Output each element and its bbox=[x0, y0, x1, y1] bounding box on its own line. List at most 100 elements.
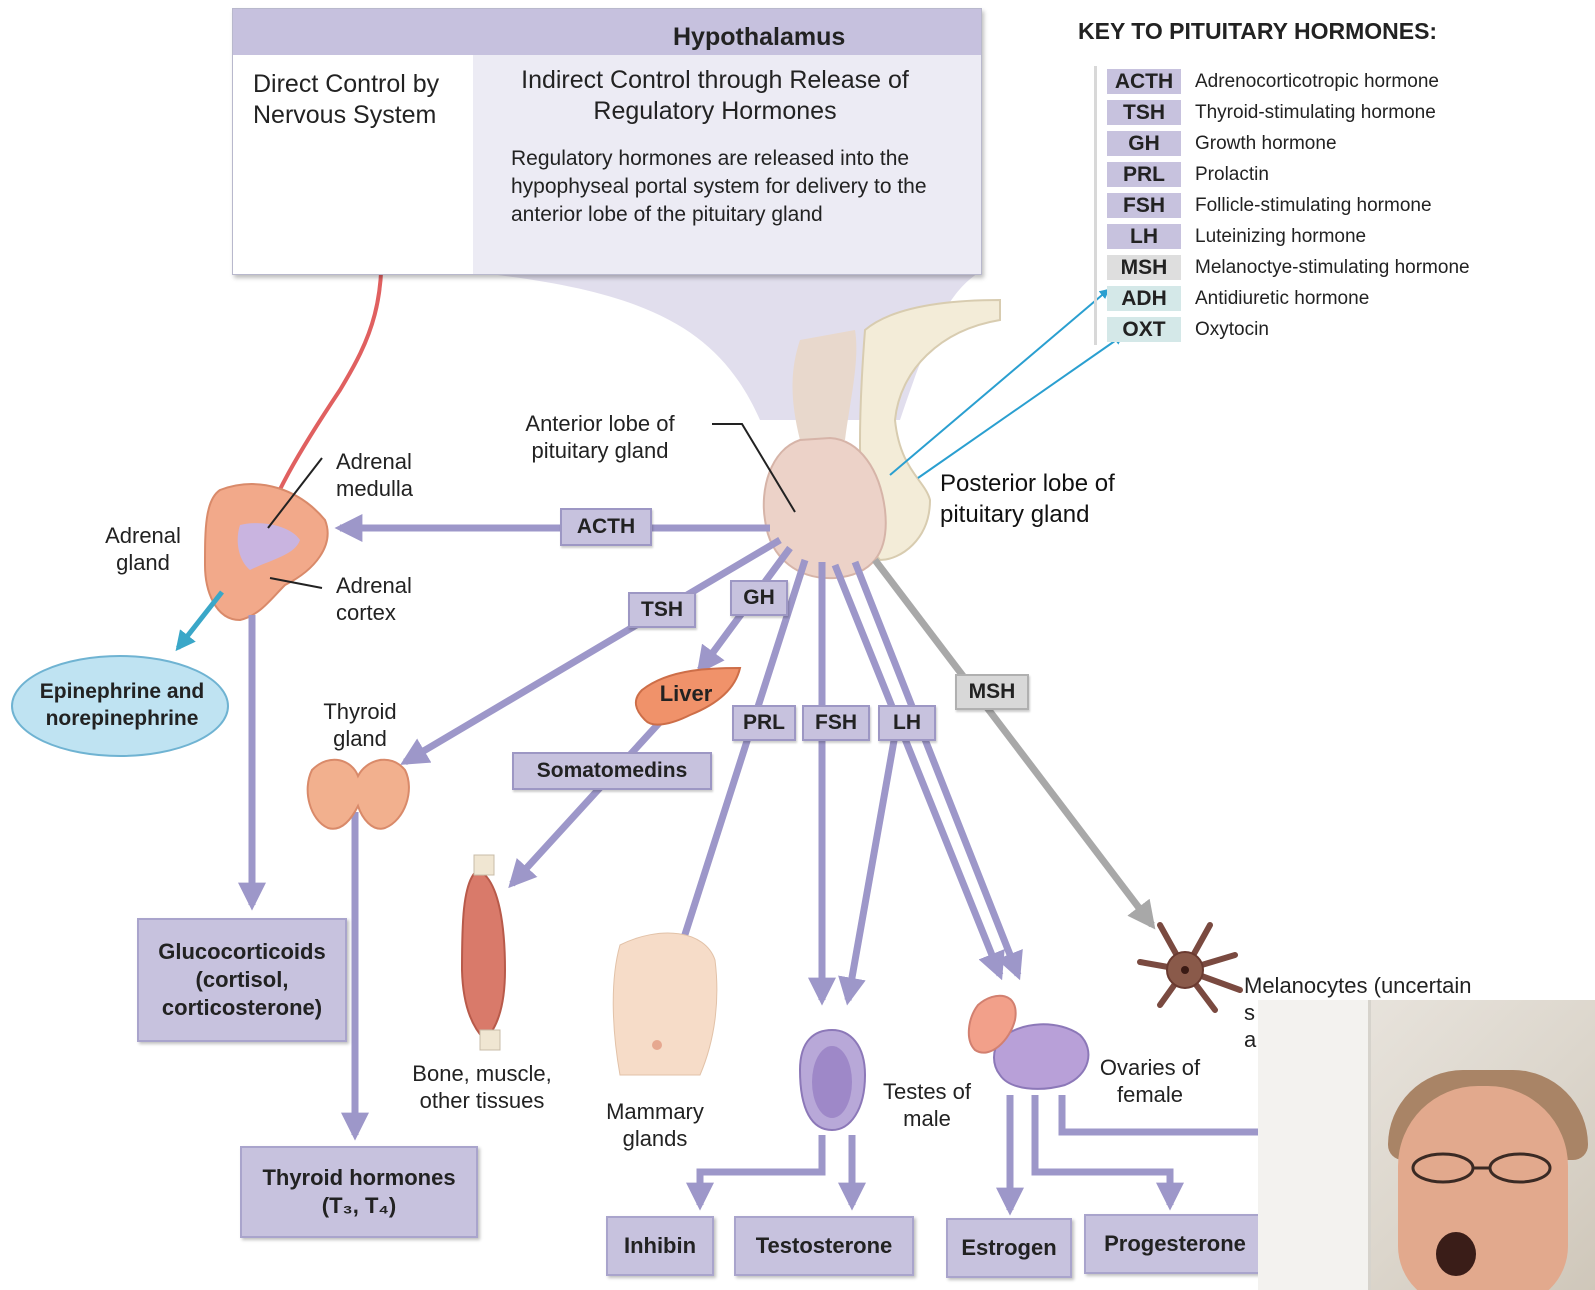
acth-label-box: ACTH bbox=[560, 508, 652, 546]
key-name: Follicle-stimulating hormone bbox=[1195, 194, 1432, 216]
testes-to-inhibin bbox=[686, 1135, 826, 1211]
key-abbr: ADH bbox=[1107, 286, 1181, 311]
indirect-control-section bbox=[473, 55, 981, 274]
key-row-prl: PRL Prolactin bbox=[1107, 159, 1577, 190]
progesterone-box: Progesterone bbox=[1084, 1214, 1266, 1274]
fsh-label-box: FSH bbox=[802, 705, 870, 741]
key-name: Melanoctye-stimulating hormone bbox=[1195, 256, 1470, 278]
key-name: Luteinizing hormone bbox=[1195, 225, 1367, 247]
ovaries-label: Ovaries of female bbox=[1099, 1055, 1201, 1107]
lh-label-box: LH bbox=[878, 705, 936, 741]
webcam-person-glasses bbox=[1411, 1152, 1552, 1184]
key-abbr: LH bbox=[1107, 224, 1181, 249]
webcam-person-mouth bbox=[1436, 1232, 1476, 1276]
hypothalamus-header bbox=[233, 9, 981, 55]
mammary-glands-label: Mammary glands bbox=[606, 1099, 704, 1151]
key-abbr: MSH bbox=[1107, 255, 1181, 280]
epinephrine-ellipse bbox=[11, 655, 229, 757]
epinephrine-label: Epinephrine and norepinephrine bbox=[39, 680, 205, 730]
key-name: Growth hormone bbox=[1195, 132, 1337, 154]
key-row-tsh: TSH Thyroid-stimulating hormone bbox=[1107, 97, 1577, 128]
adrenal-cortex-pointer bbox=[269, 577, 323, 589]
thyroid-gland-label: Thyroid gland bbox=[323, 699, 397, 751]
key-name: Thyroid-stimulating hormone bbox=[1195, 101, 1436, 123]
key-row-lh: LH Luteinizing hormone bbox=[1107, 221, 1577, 252]
direct-control-label: Direct Control by Nervous System bbox=[253, 70, 440, 129]
liver-shape bbox=[634, 666, 742, 726]
glucocorticoids-box: Glucocorticoids (cortisol, corticosteron… bbox=[137, 918, 347, 1042]
gh-label-box: GH bbox=[730, 580, 788, 616]
key-name: Adrenocorticotropic hormone bbox=[1195, 70, 1439, 92]
key-row-gh: GH Growth hormone bbox=[1107, 128, 1577, 159]
tsh-label-box: TSH bbox=[628, 592, 696, 628]
key-abbr: ACTH bbox=[1107, 69, 1181, 94]
testosterone-box: Testosterone bbox=[734, 1216, 914, 1276]
melanocyte-nucleus bbox=[1181, 966, 1189, 974]
hypothalamus-title: Hypothalamus bbox=[673, 23, 846, 51]
thyroid-hormones-box: Thyroid hormones (T₃, T₄) bbox=[240, 1146, 478, 1238]
key-row-adh: ADH Antidiuretic hormone bbox=[1107, 283, 1577, 314]
melanocytes-label-cut-2: a bbox=[1244, 1027, 1257, 1052]
key-abbr: PRL bbox=[1107, 162, 1181, 187]
bone-top bbox=[473, 854, 495, 876]
pituitary-stalk bbox=[792, 330, 857, 440]
key-row-msh: MSH Melanoctye-stimulating hormone bbox=[1107, 252, 1577, 283]
melanocytes-label-cut-1: s bbox=[1244, 1000, 1255, 1025]
adrenal-medulla-pointer bbox=[267, 457, 323, 529]
estrogen-box: Estrogen bbox=[946, 1218, 1072, 1278]
prl-pathway bbox=[657, 558, 809, 1006]
melanocytes-label: Melanocytes (uncertain bbox=[1244, 973, 1472, 998]
posterior-lobe-label: Posterior lobe of pituitary gland bbox=[940, 470, 1115, 528]
key-abbr: TSH bbox=[1107, 100, 1181, 125]
key-name: Oxytocin bbox=[1195, 318, 1269, 340]
key-abbr: FSH bbox=[1107, 193, 1181, 218]
oxt-callout-arrow bbox=[917, 334, 1124, 479]
msh-label-box: MSH bbox=[955, 674, 1029, 710]
ovaries-to-offscreen bbox=[1058, 1095, 1260, 1136]
adrenal-cortex-label: Adrenal cortex bbox=[336, 573, 412, 625]
lh-ovaries-pathway bbox=[851, 560, 1023, 981]
key-title: KEY TO PITUITARY HORMONES: bbox=[1078, 18, 1438, 44]
epinephrine-arrow bbox=[175, 590, 224, 652]
testes-label: Testes of male bbox=[882, 1079, 972, 1131]
adrenal-medulla-shape bbox=[237, 523, 300, 570]
adrenal-gland-label: Adrenal gland bbox=[105, 523, 181, 575]
key-row-oxt: OXT Oxytocin bbox=[1107, 314, 1577, 345]
prl-label-box: PRL bbox=[732, 705, 796, 741]
webcam-overlay bbox=[1258, 1000, 1595, 1290]
msh-pathway bbox=[872, 557, 1156, 930]
bone-muscle-label: Bone, muscle, other tissues bbox=[412, 1061, 552, 1113]
webcam-background-door bbox=[1258, 1000, 1371, 1290]
fallopian-tube-shape bbox=[967, 994, 1017, 1054]
lh-testes-pathway bbox=[838, 734, 899, 1006]
bone-bottom bbox=[479, 1029, 501, 1051]
key-abbr: GH bbox=[1107, 131, 1181, 156]
key-abbr: OXT bbox=[1107, 317, 1181, 342]
indirect-control-title: Indirect Control through Release of Regu… bbox=[521, 66, 909, 125]
adh-callout-arrow bbox=[889, 288, 1110, 476]
hypothalamus-panel: Hypothalamus Direct Control by Nervous S… bbox=[232, 8, 982, 275]
testes-inner bbox=[812, 1046, 852, 1118]
anterior-lobe-shape bbox=[762, 436, 887, 580]
key-row-fsh: FSH Follicle-stimulating hormone bbox=[1107, 190, 1577, 221]
key-name: Antidiuretic hormone bbox=[1195, 287, 1370, 309]
somatomedins-pathway bbox=[508, 719, 663, 889]
inhibin-box: Inhibin bbox=[606, 1216, 714, 1276]
thyroid-gland-shape bbox=[306, 758, 410, 830]
tsh-pathway bbox=[400, 536, 782, 766]
webcam-person-face bbox=[1398, 1086, 1568, 1290]
adrenal-medulla-label: Adrenal medulla bbox=[336, 449, 414, 501]
key-row-acth: ACTH Adrenocorticotropic hormone bbox=[1107, 66, 1577, 97]
ovaries-shape bbox=[993, 1023, 1090, 1090]
key-name: Prolactin bbox=[1195, 163, 1269, 185]
somatomedins-box: Somatomedins bbox=[512, 752, 712, 790]
mammary-shape bbox=[612, 932, 718, 1076]
indirect-control-description: Regulatory hormones are released into th… bbox=[511, 147, 927, 226]
anterior-lobe-pointer bbox=[712, 423, 796, 513]
anterior-lobe-label: Anterior lobe of pituitary gland bbox=[525, 411, 675, 463]
ovaries-to-progesterone bbox=[1031, 1095, 1184, 1211]
muscle-shape bbox=[460, 868, 507, 1042]
liver-label: Liver bbox=[659, 681, 713, 706]
